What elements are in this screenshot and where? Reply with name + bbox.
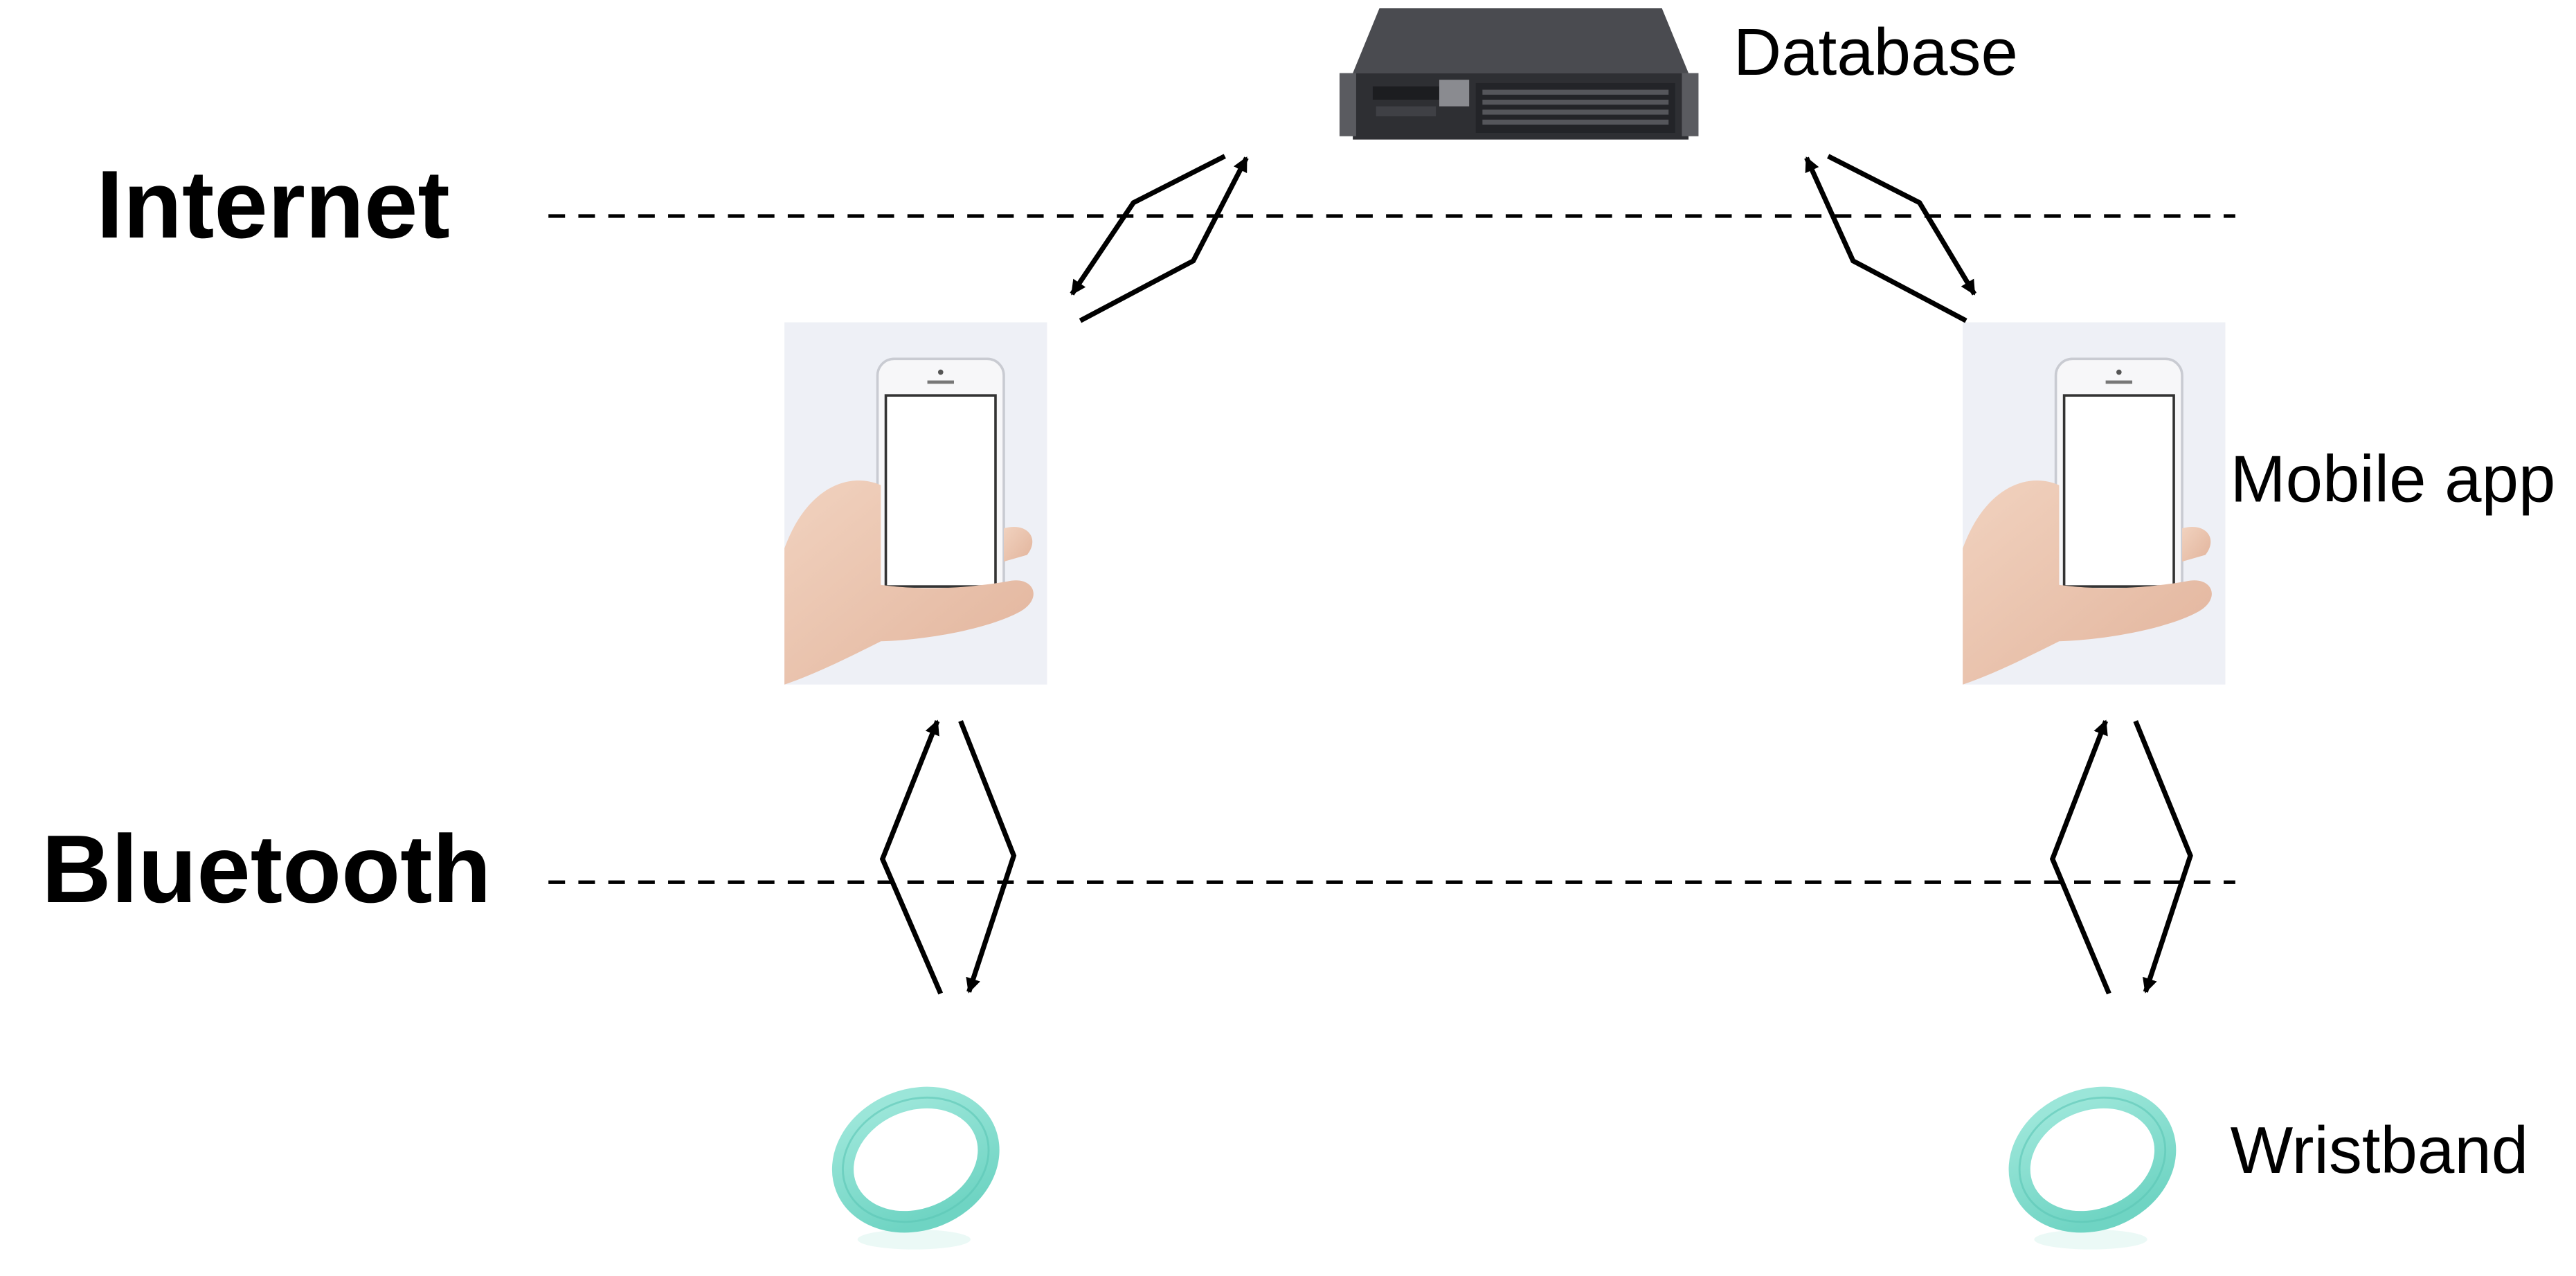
arrow-left-wristband-to-phone (879, 719, 944, 995)
right-phone-icon (1963, 322, 2226, 685)
arrow-database-to-left-phone (1070, 154, 1226, 296)
arrow-right-phone-to-database (1804, 156, 1967, 323)
server-icon (1339, 8, 1699, 140)
database-label: Database (1733, 15, 2018, 89)
mobile-app-label: Mobile app (2231, 442, 2556, 516)
wristband-label: Wristband (2231, 1113, 2528, 1187)
right-wristband-icon (2008, 1086, 2177, 1250)
left-phone-icon (784, 322, 1047, 685)
arrow-database-to-right-phone (1827, 154, 1977, 296)
arrow-right-phone-to-wristband (2133, 720, 2193, 994)
bluetooth-layer-label: Bluetooth (42, 815, 492, 923)
arrow-right-wristband-to-phone (2049, 719, 2111, 995)
arrow-left-phone-to-wristband (958, 720, 1017, 994)
left-wristband-icon (831, 1086, 1000, 1250)
arrow-left-phone-to-database (1079, 156, 1249, 323)
internet-layer-label: Internet (96, 150, 450, 258)
